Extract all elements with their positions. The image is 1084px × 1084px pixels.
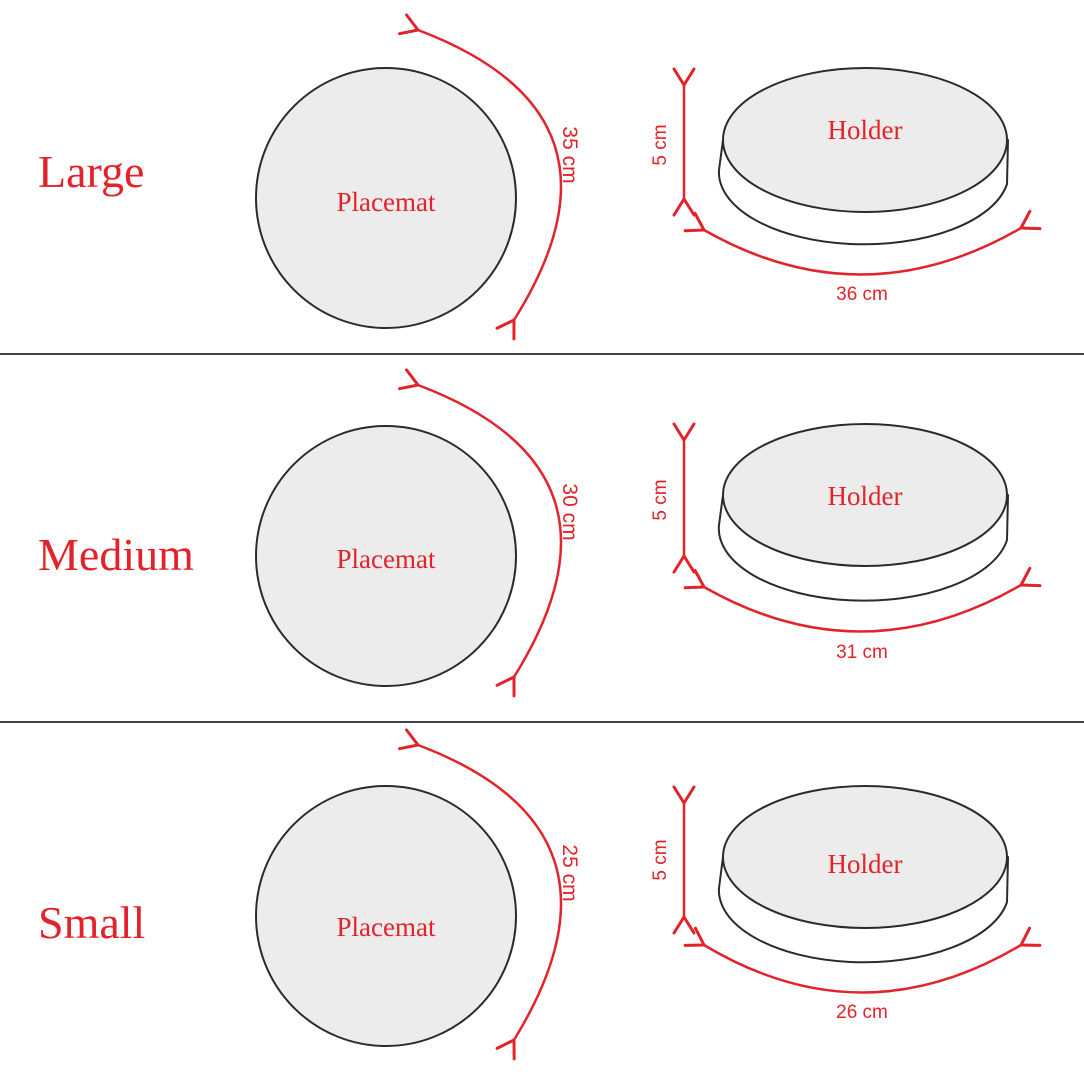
holder-height-label: 5 cm [650,479,671,520]
holder-height-label: 5 cm [650,124,671,165]
holder-label: Holder [828,849,903,879]
holder-label: Holder [828,481,903,511]
holder-width-arrow [683,566,1042,633]
holder-width-arrow [683,926,1042,994]
size-label: Small [38,897,145,948]
size-label: Large [38,146,144,197]
placemat-label: Placemat [337,544,436,574]
placemat-diameter-arrow [397,728,563,1061]
placemat-diameter-label: 35 cm [558,126,581,183]
section-small: Small Placemat 25 cm Holder 5 cm 26 cm [38,728,1042,1061]
placemat-diameter-label: 25 cm [558,844,581,901]
placemat-label: Placemat [337,187,436,217]
holder-height-label: 5 cm [650,839,671,880]
placemat-diameter-arrow [397,13,563,341]
holder-width-label: 31 cm [836,642,888,663]
section-medium: Medium Placemat 30 cm Holder 5 cm 31 cm [38,368,1042,698]
placemat-diameter-arrow [397,368,563,698]
holder-top [722,423,1008,567]
holder-width-label: 36 cm [836,284,888,305]
holder-label: Holder [828,115,903,145]
size-label: Medium [38,529,194,580]
placemat-label: Placemat [337,912,436,942]
holder-width-label: 26 cm [836,1002,888,1023]
placemat-diameter-label: 30 cm [558,483,581,540]
holder-width-arrow [683,209,1042,276]
section-large: Large Placemat 35 cm Holder 5 cm 36 cm [38,13,1042,341]
